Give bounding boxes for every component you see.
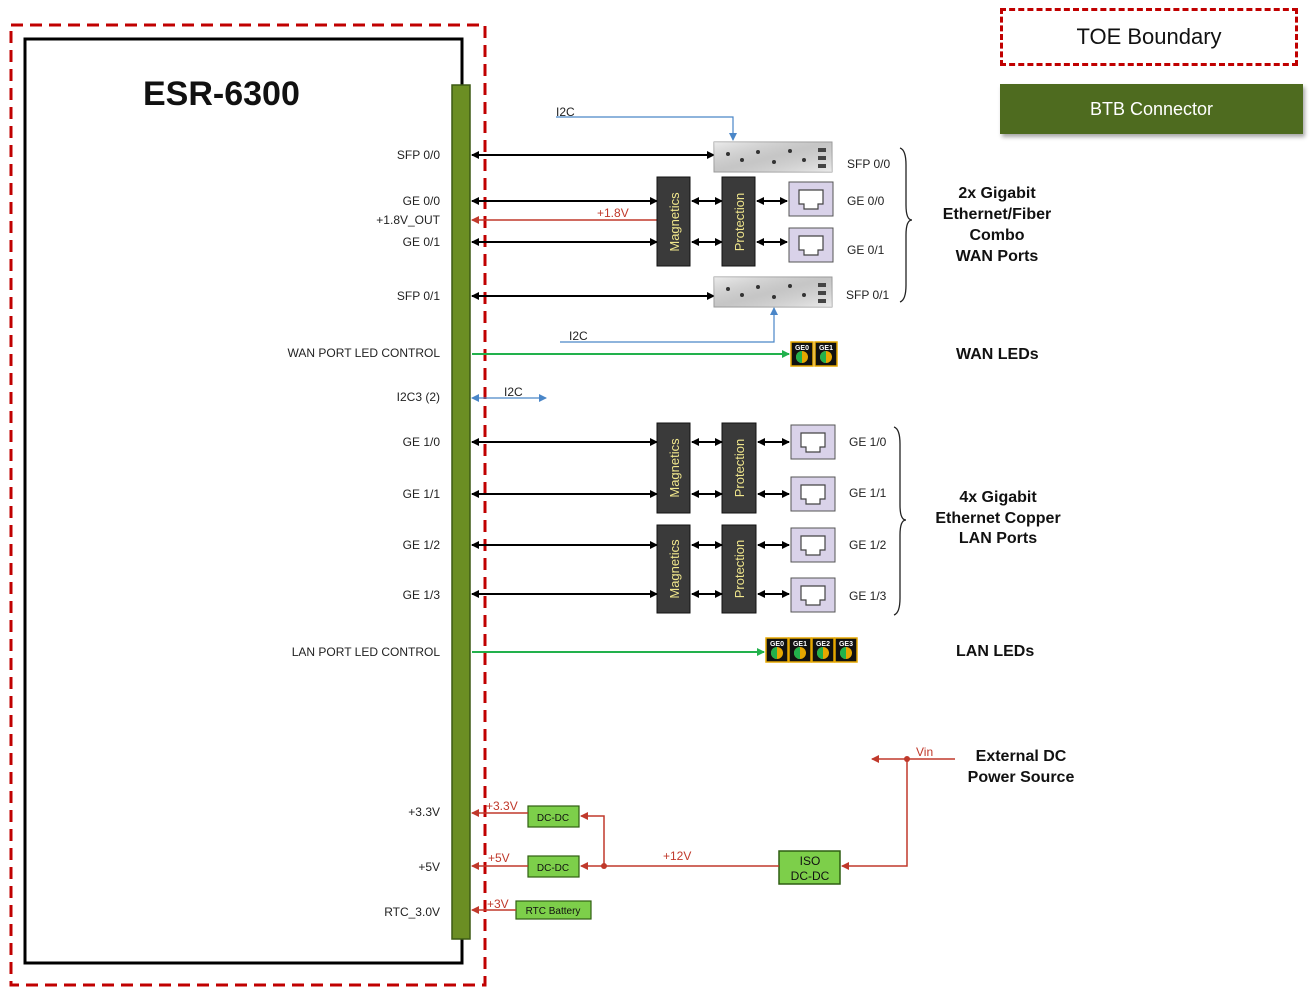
vin-label: Vin (916, 745, 933, 759)
svg-text:Protection: Protection (732, 540, 747, 599)
signal-sfp00: SFP 0/0 (397, 148, 440, 162)
wan-led-indicators: GE0 GE1 (790, 341, 838, 367)
rj45-ge10 (790, 424, 836, 460)
port-sfp01: SFP 0/1 (846, 288, 889, 302)
wire-iso-in (841, 759, 908, 870)
svg-text:DC-DC: DC-DC (537, 813, 569, 824)
port-ge00: GE 0/0 (847, 194, 885, 208)
rj45-ge13 (790, 577, 836, 613)
svg-text:GE2: GE2 (816, 641, 830, 648)
magnetics-block-wan (656, 176, 691, 267)
wan-brace (899, 147, 913, 303)
signal-i2c3: I2C3 (2) (397, 390, 440, 404)
v12-label: +12V (663, 849, 691, 863)
i2c-label-top: I2C (556, 105, 575, 119)
signal-ge10: GE 1/0 (403, 435, 441, 449)
port-ge13: GE 1/3 (849, 589, 887, 603)
power-section: Vin External DC Power Source ISO DC-DC +… (471, 745, 1075, 920)
lan-leds-label: LAN LEDs (956, 643, 1034, 660)
signal-lan-led: LAN PORT LED CONTROL (292, 645, 441, 659)
signal-sfp01: SFP 0/1 (397, 289, 440, 303)
signal-v33: +3.3V (408, 805, 440, 819)
protection-block-lan-1 (721, 422, 757, 514)
svg-text:Combo: Combo (969, 227, 1024, 244)
svg-text:4x Gigabit: 4x Gigabit (959, 489, 1037, 506)
signal-ge12: GE 1/2 (403, 538, 441, 552)
protection-block-wan (721, 176, 756, 267)
svg-text:DC-DC: DC-DC (791, 869, 830, 883)
wan-leds-label: WAN LEDs (956, 346, 1039, 363)
svg-text:WAN Ports: WAN Ports (956, 248, 1039, 265)
magnetics-block-lan-2 (656, 524, 691, 614)
wan-ports-label: 2x Gigabit Ethernet/Fiber Combo WAN Port… (943, 185, 1051, 265)
svg-text:GE1: GE1 (793, 641, 807, 648)
protection-label-wan: Protection (732, 193, 747, 252)
rj45-ge00 (788, 181, 834, 217)
i2c-label-sfp01: I2C (569, 329, 588, 343)
legend-toe-boundary: TOE Boundary (1000, 8, 1298, 66)
signal-rtc: RTC_3.0V (384, 905, 440, 919)
svg-text:LAN Ports: LAN Ports (959, 530, 1037, 547)
module-box (23, 37, 464, 965)
svg-text:GE0: GE0 (770, 641, 784, 648)
btb-connector-bar (451, 84, 471, 940)
toe-boundary (9, 23, 487, 987)
rj45-ge12 (790, 527, 836, 563)
rj45-ge01 (788, 227, 834, 263)
signal-ge11: GE 1/1 (403, 487, 441, 501)
dcdc-33-block (527, 805, 580, 828)
svg-text:DC-DC: DC-DC (537, 863, 569, 874)
legend-btb-connector: BTB Connector (1000, 84, 1303, 134)
svg-text:Ethernet Copper: Ethernet Copper (935, 510, 1060, 527)
svg-text:External DC: External DC (976, 748, 1067, 765)
svg-text:RTC Battery: RTC Battery (526, 906, 581, 917)
lan-ports-label: 4x Gigabit Ethernet Copper LAN Ports (935, 489, 1060, 547)
protection-block-lan-2 (721, 524, 757, 614)
port-ge11: GE 1/1 (849, 486, 887, 500)
v18-label: +1.8V (597, 206, 629, 220)
i2c-wire-top (556, 116, 737, 141)
iso-dcdc-block (778, 850, 841, 885)
svg-text:ISO: ISO (800, 854, 821, 868)
sfp-cage-01 (713, 276, 833, 308)
port-ge10: GE 1/0 (849, 435, 887, 449)
signal-ge13: GE 1/3 (403, 588, 441, 602)
i2c3-label: I2C (504, 385, 523, 399)
svg-text:Magnetics: Magnetics (667, 539, 682, 599)
rj45-ge11 (790, 476, 836, 512)
device-title: ESR-6300 (143, 75, 300, 113)
magnetics-label-wan: Magnetics (667, 192, 682, 252)
signal-wan-led: WAN PORT LED CONTROL (288, 346, 441, 360)
i2c-wire-sfp01 (560, 307, 778, 343)
port-ge12: GE 1/2 (849, 538, 887, 552)
sfp-cage-00 (713, 141, 833, 173)
wan-section: I2C SFP 0/0 +1.8V Magnetics Protection G… (471, 105, 1051, 402)
svg-text:Protection: Protection (732, 439, 747, 498)
external-dc-label: External DC Power Source (968, 748, 1075, 786)
v5-label: +5V (488, 851, 510, 865)
lan-brace (893, 426, 907, 616)
signal-ge01: GE 0/1 (403, 235, 441, 249)
lan-led-indicators: GE0 GE1 GE2 GE3 (765, 637, 858, 663)
v3-label: +3V (487, 897, 509, 911)
svg-text:Power Source: Power Source (968, 769, 1075, 786)
svg-text:Ethernet/Fiber: Ethernet/Fiber (943, 206, 1051, 223)
svg-text:GE0: GE0 (795, 345, 809, 352)
signal-v5: +5V (418, 860, 440, 874)
svg-text:Magnetics: Magnetics (667, 438, 682, 498)
port-ge01: GE 0/1 (847, 243, 885, 257)
port-sfp00: SFP 0/0 (847, 157, 890, 171)
svg-text:GE3: GE3 (839, 641, 853, 648)
signal-ge00: GE 0/0 (403, 194, 441, 208)
signal-v18out: +1.8V_OUT (376, 213, 440, 227)
lan-section: Magnetics Magnetics Protection Protectio… (471, 422, 1061, 663)
svg-text:2x Gigabit: 2x Gigabit (958, 185, 1036, 202)
svg-text:GE1: GE1 (819, 345, 833, 352)
magnetics-block-lan-1 (656, 422, 691, 514)
v33-label: +3.3V (486, 799, 518, 813)
